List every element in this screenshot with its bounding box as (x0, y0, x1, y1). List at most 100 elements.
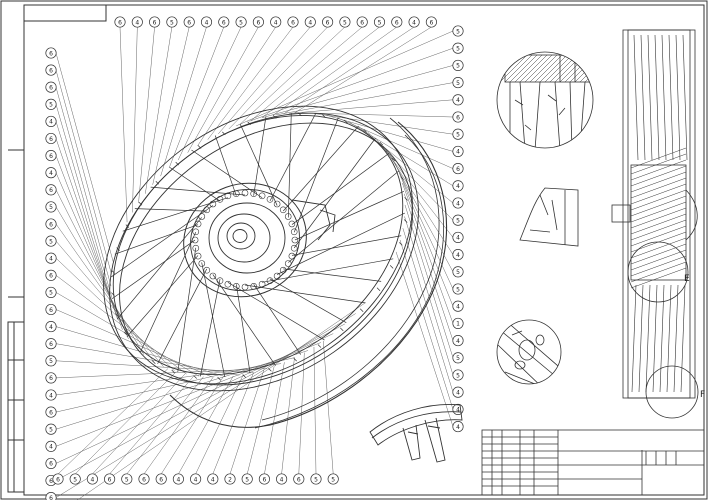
callout-number: 5 (125, 476, 129, 483)
callout-balloon: 4 (452, 94, 464, 106)
callout-balloon: 4 (452, 249, 464, 261)
callout-balloon: 6 (45, 269, 57, 281)
callout-number: 6 (395, 19, 399, 26)
callout-balloon: 5 (373, 16, 386, 28)
callout-balloon: 4 (452, 421, 464, 433)
callout-balloon: 4 (270, 16, 282, 28)
callout-balloon: 4 (86, 473, 98, 485)
callout-balloon: 5 (452, 352, 464, 364)
callout-number: 5 (456, 80, 460, 87)
callout-balloon: 5 (45, 201, 57, 213)
callout-number: 4 (280, 476, 284, 483)
callout-number: 5 (456, 286, 460, 293)
callout-number: 4 (211, 476, 215, 483)
callout-number: 6 (222, 19, 226, 26)
callout-balloon: 6 (45, 372, 57, 384)
callout-number: 4 (194, 476, 198, 483)
callout-number: 4 (412, 19, 416, 26)
callout-balloon: 5 (452, 369, 464, 381)
callout-balloon: 6 (293, 473, 305, 485)
callout-number: 6 (360, 19, 364, 26)
callout-balloon: 6 (452, 163, 464, 175)
callout-number: 4 (456, 200, 460, 207)
callout-balloon: 6 (45, 406, 57, 418)
callout-number: 4 (49, 324, 53, 331)
callout-number: 6 (56, 476, 60, 483)
view-label-e: E (684, 274, 690, 284)
callout-number: 6 (142, 476, 146, 483)
callout-balloon: 4 (452, 231, 464, 243)
callout-number: 5 (456, 132, 460, 139)
callout-balloon: 6 (45, 218, 57, 230)
callout-number: 5 (456, 28, 460, 35)
callout-balloon: 2 (224, 473, 236, 485)
callout-balloon: 5 (327, 473, 339, 485)
callout-number: 6 (256, 19, 260, 26)
callout-balloon: 5 (452, 42, 464, 54)
callout-number: 6 (49, 495, 53, 500)
callout-balloon: 4 (45, 167, 57, 179)
callout-balloon: 5 (45, 423, 57, 435)
callout-number: 6 (108, 476, 112, 483)
callout-balloon: 6 (45, 47, 57, 59)
callout-balloon: 5 (241, 473, 253, 485)
callout-balloon: 6 (45, 64, 57, 76)
callout-number: 5 (49, 238, 53, 245)
callout-number: 6 (49, 375, 53, 382)
callout-balloon: 4 (207, 473, 219, 485)
callout-balloon: 4 (276, 473, 288, 485)
callout-number: 6 (49, 307, 53, 314)
callout-balloon: 6 (149, 16, 161, 28)
leader-lines (55, 26, 454, 500)
section-side-view (611, 29, 699, 419)
detail-view-lower (496, 319, 562, 385)
callout-number: 6 (49, 221, 53, 228)
callout-number: 5 (456, 372, 460, 379)
callout-balloon: 4 (45, 389, 57, 401)
callout-number: 5 (239, 19, 243, 26)
callout-number: 4 (308, 19, 312, 26)
callout-number: 4 (49, 256, 53, 263)
callout-balloon: 5 (121, 473, 133, 485)
callout-balloon: 6 (258, 473, 270, 485)
callout-balloon: 4 (452, 386, 464, 398)
callout-balloon: 4 (452, 180, 464, 192)
callout-balloon: 5 (45, 235, 57, 247)
callout-number: 1 (456, 321, 460, 328)
callout-number: 5 (49, 358, 53, 365)
callout-balloon: 4 (200, 16, 213, 28)
callout-number: 6 (49, 67, 53, 74)
callout-number: 5 (314, 476, 318, 483)
callout-number: 6 (49, 187, 53, 194)
callout-balloon: 5 (45, 98, 57, 110)
callout-balloon: 5 (69, 473, 81, 485)
callout-balloon: 6 (356, 16, 368, 28)
wheel-spokes (111, 112, 408, 381)
callout-number: 5 (378, 19, 382, 26)
callout-number: 5 (49, 102, 53, 109)
callout-balloon: 4 (45, 321, 57, 333)
callout-balloon: 6 (252, 16, 264, 28)
callout-balloon: 4 (452, 300, 464, 312)
callout-balloon: 6 (425, 16, 437, 28)
callout-balloon: 4 (190, 473, 202, 485)
callout-number: 4 (456, 424, 460, 431)
callout-number: 5 (456, 218, 460, 225)
callout-balloon: 6 (45, 338, 57, 350)
callout-number: 5 (331, 476, 335, 483)
callout-number: 4 (49, 392, 53, 399)
callout-balloon: 5 (310, 473, 322, 485)
callout-number: 6 (49, 153, 53, 160)
callout-number: 4 (456, 407, 460, 414)
detail-rim-segment (369, 404, 463, 463)
callout-balloon: 4 (452, 403, 464, 415)
callout-balloon: 5 (452, 77, 464, 89)
callout-number: 6 (297, 476, 301, 483)
callout-number: 4 (205, 19, 209, 26)
callout-number: 4 (90, 476, 94, 483)
callout-number: 5 (49, 204, 53, 211)
callout-number: 6 (456, 114, 460, 121)
callout-balloon: 6 (45, 132, 57, 145)
callout-balloon: 6 (45, 184, 57, 196)
